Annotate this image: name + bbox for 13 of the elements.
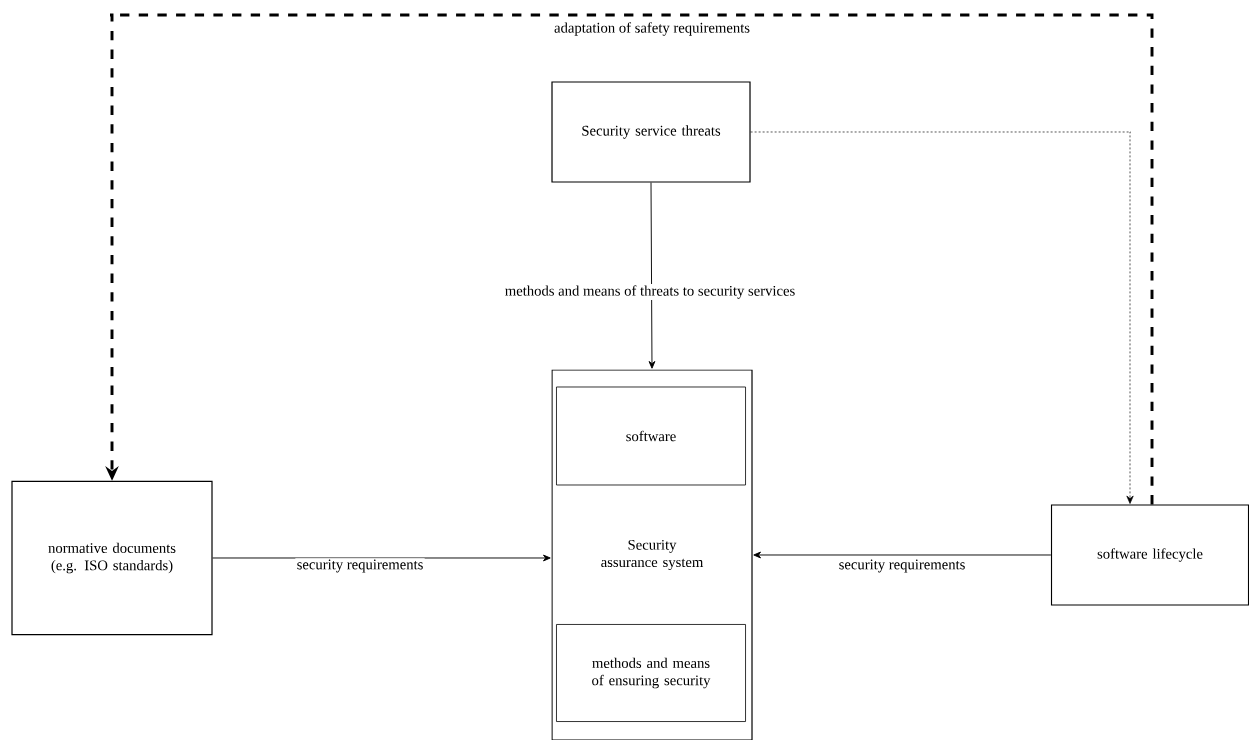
arrow <box>750 131 1134 504</box>
arrow <box>212 554 551 562</box>
arrow <box>648 182 656 369</box>
process-box: methods and means of ensuring security <box>556 624 746 722</box>
edge-label: security requirements <box>295 558 425 574</box>
process-box: software <box>556 386 746 486</box>
process-box: normative documents (e.g. ISO standards) <box>11 480 213 636</box>
process-box: Security service threats <box>551 81 751 183</box>
edge-label: adaptation of safety requirements <box>552 20 752 38</box>
process-box: software lifecycle <box>1050 504 1249 606</box>
edge-label: security requirements <box>837 558 967 574</box>
edge-label: methods and means of threats to security services <box>503 283 797 301</box>
arrow <box>753 551 1052 559</box>
